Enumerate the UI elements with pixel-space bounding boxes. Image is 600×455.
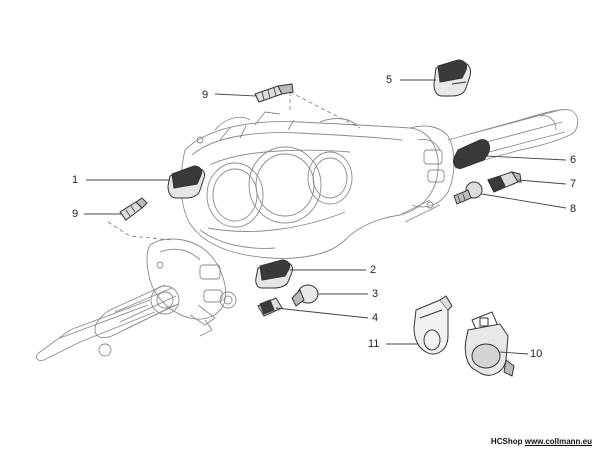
part-3-bulb	[291, 284, 319, 307]
callout-8: 8	[570, 203, 577, 215]
callout-9-upper: 9	[202, 89, 209, 101]
callout-10: 10	[530, 348, 543, 360]
part-1-switch-cap	[167, 165, 205, 199]
callout-3: 3	[372, 288, 379, 300]
part-11-housing-sleeve	[413, 295, 453, 355]
part-9-bulb-upper	[254, 83, 294, 103]
part-5-switch-cap	[433, 59, 471, 97]
callout-2: 2	[370, 264, 377, 276]
footer-url: www.collmann.eu	[524, 437, 592, 446]
callout-6: 6	[570, 154, 577, 166]
alignment-lines	[107, 91, 361, 241]
part-9-bulb-lower	[119, 197, 148, 221]
part-8-bulb-socket	[453, 181, 483, 205]
callout-4: 4	[372, 312, 379, 324]
leader-line-4	[275, 307, 369, 319]
callout-11: 11	[368, 338, 380, 350]
part-7-switch	[487, 171, 522, 193]
leader-line-8	[481, 193, 567, 209]
callout-9-lower: 9	[72, 208, 79, 220]
part-2-switch-cap	[255, 259, 293, 289]
leader-line-9a	[214, 93, 258, 97]
alignment-line-9-upper	[289, 91, 361, 129]
leader-line-7	[517, 179, 567, 185]
footer-shop: HCShop	[490, 437, 523, 446]
alignment-line-9-lower	[107, 221, 173, 241]
part-4-small-switch	[257, 297, 283, 317]
leader-line-10	[499, 351, 529, 355]
part-10-switch-assembly	[464, 311, 515, 377]
leader-line-6	[485, 155, 567, 161]
callout-5: 5	[386, 74, 393, 86]
footer-credit: HCShop www.collmann.eu	[491, 437, 592, 446]
part-6-switch-paddle	[453, 139, 491, 169]
handlebar-assembly	[36, 109, 579, 361]
callout-7: 7	[570, 178, 577, 190]
leader-lines	[84, 79, 567, 355]
callout-1: 1	[72, 174, 79, 186]
